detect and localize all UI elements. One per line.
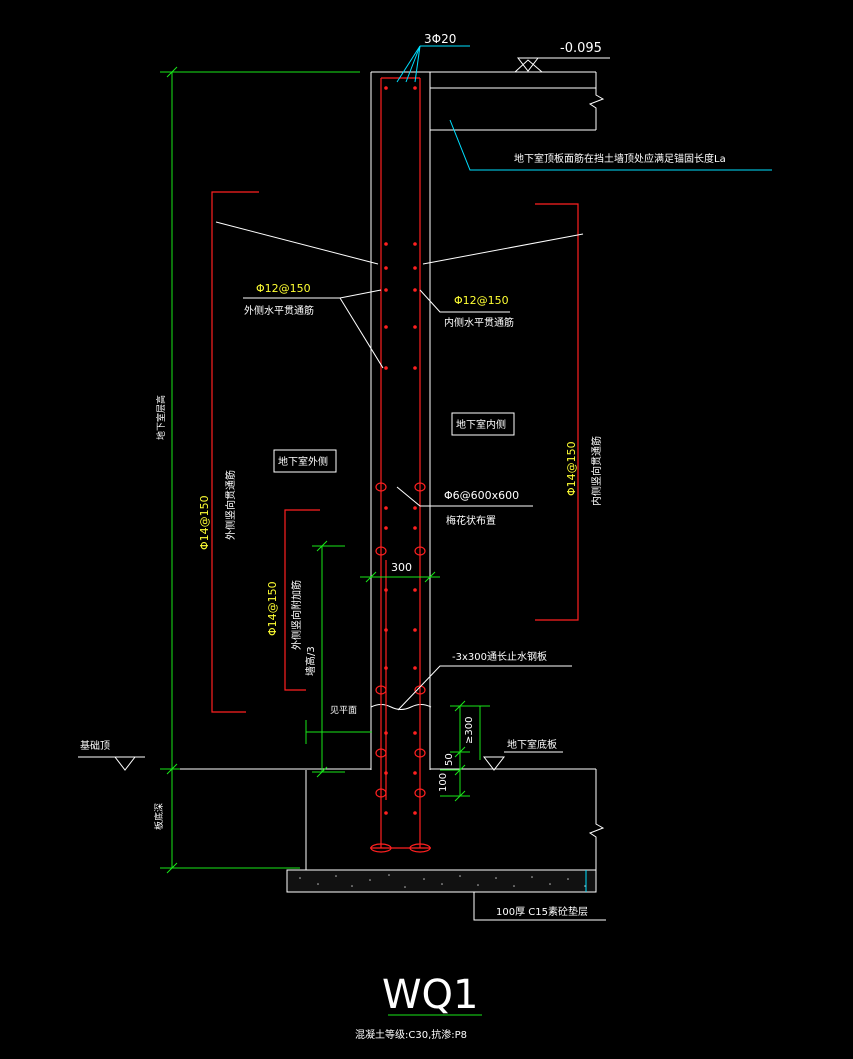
foundation-top-label: 基础顶 [80,739,110,752]
dimension-lines [160,66,490,1016]
cyan-leaders [396,45,772,892]
top-elevation-label: -0.095 [560,41,602,56]
v-add-note: 墙高/3 [304,646,317,676]
v-bar-in-spec: Φ14@150 [565,441,578,496]
reinforcement [211,77,579,853]
h-bar-in-spec: Φ12@150 [454,294,509,307]
waterstop-label: -3x300通长止水钢板 [452,650,547,663]
footer-note: 混凝土等级:C30,抗渗:P8 [355,1028,467,1041]
drawing-title: WQ1 [382,972,478,1018]
basement-outside-label: 地下室外侧 [278,455,328,468]
cushion-label: 100厚 C15素砼垫层 [496,905,588,918]
concrete-outline [180,71,605,893]
basement-floor-label: 地下室底板 [507,738,557,751]
v-bar-out-name: 外侧竖向贯通筋 [224,470,237,540]
cushion-hatch [299,874,586,888]
v-bar-out-spec: Φ14@150 [198,495,211,550]
dim-300-label: ≥300 [464,717,475,744]
drawing-labels: 3Φ20 -0.095 地下室顶板面筋在挡土墙顶处应满足锚固长度La Φ12@1… [80,32,726,918]
leader-lines [78,57,610,921]
top-bars-label: 3Φ20 [424,32,456,46]
dim-100-label: 100 [438,773,449,792]
tie-spec: Φ6@600x600 [444,489,519,502]
h-bar-in-name: 内侧水平贯通筋 [444,316,514,329]
basement-height-label: 地下室层高 [155,395,167,440]
basement-inside-label: 地下室内侧 [456,418,506,431]
v-add-spec: Φ14@150 [266,581,279,636]
see-plan-label: 见平面 [330,705,357,716]
h-bar-out-name: 外侧水平贯通筋 [244,304,314,317]
h-bar-out-spec: Φ12@150 [256,282,311,295]
v-bar-in-name: 内侧竖向贯通筋 [590,436,603,506]
tie-name: 梅花状布置 [446,514,496,527]
roof-anchor-note: 地下室顶板面筋在挡土墙顶处应满足锚固长度La [514,152,726,165]
foundation-depth-label: 板底深 [153,803,165,830]
dim-50-label: 50 [444,753,455,766]
wall-thickness-dim: 300 [391,561,412,574]
v-add-name: 外侧竖向附加筋 [290,580,303,650]
